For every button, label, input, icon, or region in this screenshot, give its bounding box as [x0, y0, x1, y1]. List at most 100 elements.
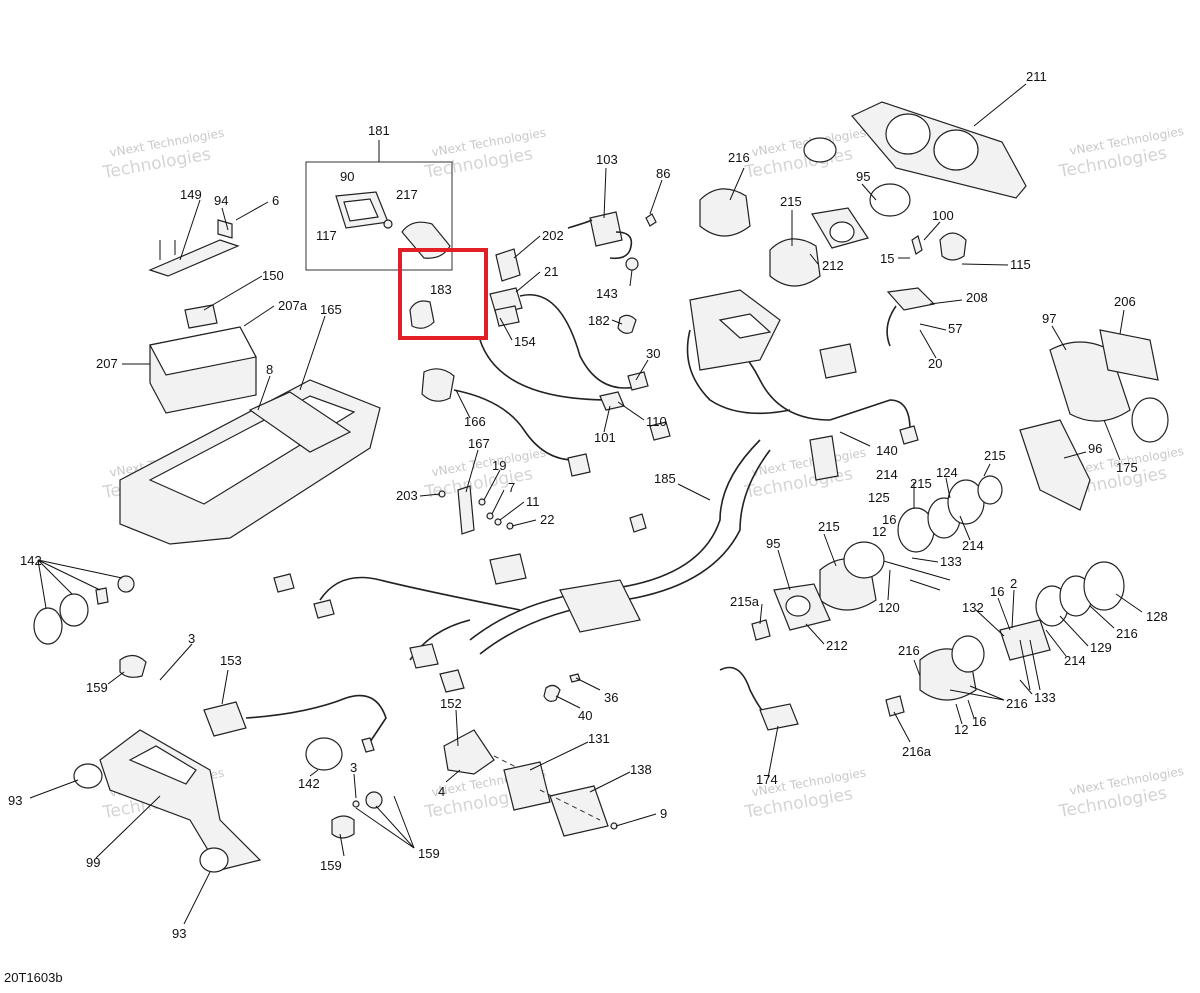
part-label: 11	[526, 494, 540, 509]
part-label: 202	[542, 228, 564, 243]
part-label: 16	[972, 714, 986, 729]
part-label: 140	[876, 443, 898, 458]
part-label: 2	[1010, 576, 1017, 591]
part-label: 97	[1042, 311, 1056, 326]
part-label: 12	[954, 722, 968, 737]
part-label: 100	[932, 208, 954, 223]
part-label: 212	[822, 258, 844, 273]
left-lamps	[33, 575, 147, 678]
headlight-middle	[751, 541, 885, 641]
part-label: 6	[272, 193, 279, 208]
part-label: 132	[962, 600, 984, 615]
part-label: 124	[936, 465, 958, 480]
headlight-upper	[699, 137, 967, 287]
headlight-right-middle	[879, 475, 1003, 591]
part-label: 142	[298, 776, 320, 791]
part-label: 90	[340, 169, 354, 184]
part-label: 206	[1114, 294, 1136, 309]
relay-cluster	[489, 211, 657, 389]
part-label: 16	[882, 512, 896, 527]
part-label: 214	[962, 538, 984, 553]
part-label: 150	[262, 268, 284, 283]
part-label: 154	[514, 334, 536, 349]
part-label: 93	[172, 926, 186, 941]
part-183	[409, 300, 435, 329]
part-label: 19	[492, 458, 506, 473]
part-labels: 181 90 217 117 183 149 94 6 150 207a 165…	[8, 69, 1168, 941]
part-label: 3	[188, 631, 195, 646]
part-label: 40	[578, 708, 592, 723]
part-label: 120	[878, 600, 900, 615]
part-label: 165	[320, 302, 342, 317]
part-label: 95	[856, 169, 870, 184]
part-label: 8	[266, 362, 273, 377]
part-label: 215	[818, 519, 840, 534]
part-label: 9	[660, 806, 667, 821]
leader-lines	[29, 83, 1143, 925]
part-label: 214	[876, 467, 898, 482]
part-label: 182	[588, 313, 610, 328]
part-label: 142	[20, 553, 42, 568]
part-label: 159	[320, 858, 342, 873]
part-label: 30	[646, 346, 660, 361]
part-label: 212	[826, 638, 848, 653]
part-label: 215a	[730, 594, 760, 609]
part-label: 110	[646, 414, 667, 429]
headlight-housing-211	[851, 101, 1027, 199]
part-label: 159	[418, 846, 440, 861]
part-label: 95	[766, 536, 780, 551]
part-label: 215	[780, 194, 802, 209]
switch-harness	[421, 339, 649, 477]
part-label: 133	[940, 554, 962, 569]
part-label: 217	[396, 187, 418, 202]
frame-165	[119, 379, 381, 545]
part-label: 185	[654, 471, 676, 486]
part-label: 15	[880, 251, 894, 266]
part-label: 138	[630, 762, 652, 777]
part-label: 21	[544, 264, 558, 279]
part-label: 208	[966, 290, 988, 305]
part-label: 215	[984, 448, 1006, 463]
part-label: 128	[1146, 609, 1168, 624]
part-label: 125	[868, 490, 890, 505]
headlight-lower-right	[885, 561, 1125, 717]
part-label: 20	[928, 356, 942, 371]
part-label: 153	[220, 653, 242, 668]
part-label: 12	[872, 524, 886, 539]
part-label: 36	[604, 690, 618, 705]
part-label: 115	[1010, 257, 1031, 272]
part-label: 207	[96, 356, 118, 371]
right-side-components	[886, 287, 1169, 511]
modules-lower	[443, 673, 618, 837]
part-label: 4	[438, 784, 445, 799]
part-label: 207a	[278, 298, 308, 313]
part-label: 166	[464, 414, 486, 429]
part-label: 101	[594, 430, 616, 445]
part-label: 167	[468, 436, 490, 451]
highlight-box	[398, 248, 488, 340]
bracket-99	[73, 729, 262, 873]
part-label: 96	[1088, 441, 1102, 456]
part-label: 175	[1116, 460, 1138, 475]
sensor-174	[719, 666, 799, 731]
part-label: 149	[180, 187, 202, 202]
part-label: 174	[756, 772, 778, 787]
part-label: 103	[596, 152, 618, 167]
part-label: 211	[1026, 69, 1047, 84]
part-label: 99	[86, 855, 100, 870]
part-label: 152	[440, 696, 462, 711]
part-label: 143	[596, 286, 618, 301]
diagram-code: 20T1603b	[4, 970, 63, 985]
battery-assembly	[148, 219, 257, 414]
part-label: 57	[948, 321, 962, 336]
main-harness-185	[273, 289, 919, 693]
part-label: 22	[540, 512, 554, 527]
lower-lamps	[305, 737, 383, 839]
part-label: 16	[990, 584, 1004, 599]
part-label: 216a	[902, 744, 932, 759]
part-label: 216	[1006, 696, 1028, 711]
part-label: 216	[728, 150, 750, 165]
part-label: 183	[430, 282, 452, 297]
part-label: 129	[1090, 640, 1112, 655]
